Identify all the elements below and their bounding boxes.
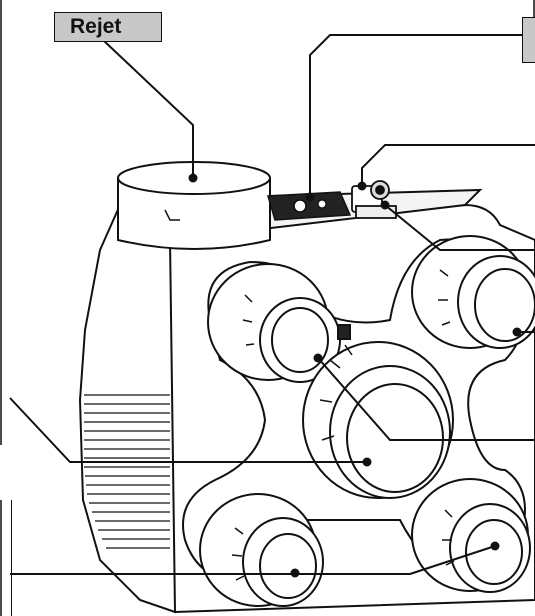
rejet-callout-label: Rejet xyxy=(70,15,122,38)
front-lobed-panel xyxy=(182,238,526,587)
port-upper-right xyxy=(411,235,535,349)
rejet-callout-box xyxy=(54,12,162,42)
port-center xyxy=(302,324,454,499)
rejet-duct xyxy=(117,161,271,250)
port-lower-right xyxy=(411,478,531,593)
top-grille-plate xyxy=(267,191,352,221)
top-right-callout-box xyxy=(522,17,535,63)
leader-dots xyxy=(188,173,522,578)
leader-lines xyxy=(9,34,535,575)
port-upper-left xyxy=(207,263,341,383)
port-lower-left xyxy=(199,493,324,607)
left-lower-callout-frame xyxy=(0,500,12,616)
side-ventilation-ribs xyxy=(84,394,170,549)
